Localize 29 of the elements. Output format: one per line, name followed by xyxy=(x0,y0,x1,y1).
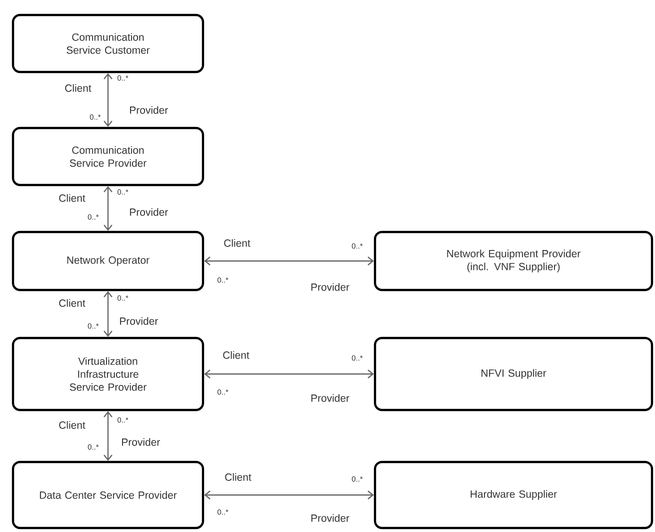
role-label: Provider xyxy=(120,317,158,325)
role-box: Virtualization Infrastructure Service Provider xyxy=(12,336,204,412)
role-label: Client xyxy=(59,421,86,429)
role-box: Network Equipment Provider (incl. VNF Supplier) xyxy=(374,230,654,292)
association-arrow xyxy=(104,411,112,461)
role-label: Client xyxy=(223,351,250,359)
role-label: Client xyxy=(59,194,86,202)
association-arrow xyxy=(104,73,112,127)
role-label: Provider xyxy=(122,438,160,446)
role-label: Provider xyxy=(130,106,168,114)
association-arrow xyxy=(204,490,374,500)
role-label: Provider xyxy=(311,283,350,291)
association-arrow xyxy=(204,256,374,266)
role-box: Hardware Supplier xyxy=(374,460,654,530)
role-box: NFVI Supplier xyxy=(374,336,654,412)
role-label: Provider xyxy=(130,208,168,216)
role-label: Provider xyxy=(311,394,350,402)
association-arrow xyxy=(104,291,112,337)
role-label: Client xyxy=(224,239,250,247)
role-label: Client xyxy=(59,299,86,307)
role-label: Provider xyxy=(311,514,350,522)
role-box: Communication Service Provider xyxy=(12,126,204,186)
role-box: Network Operator xyxy=(12,230,204,292)
role-label: Client xyxy=(65,84,92,92)
association-arrow xyxy=(204,370,374,378)
role-box: Data Center Service Provider xyxy=(12,460,204,530)
role-label: Client xyxy=(225,473,252,481)
association-arrow xyxy=(104,186,112,231)
role-box: Communication Service Customer xyxy=(12,14,204,74)
